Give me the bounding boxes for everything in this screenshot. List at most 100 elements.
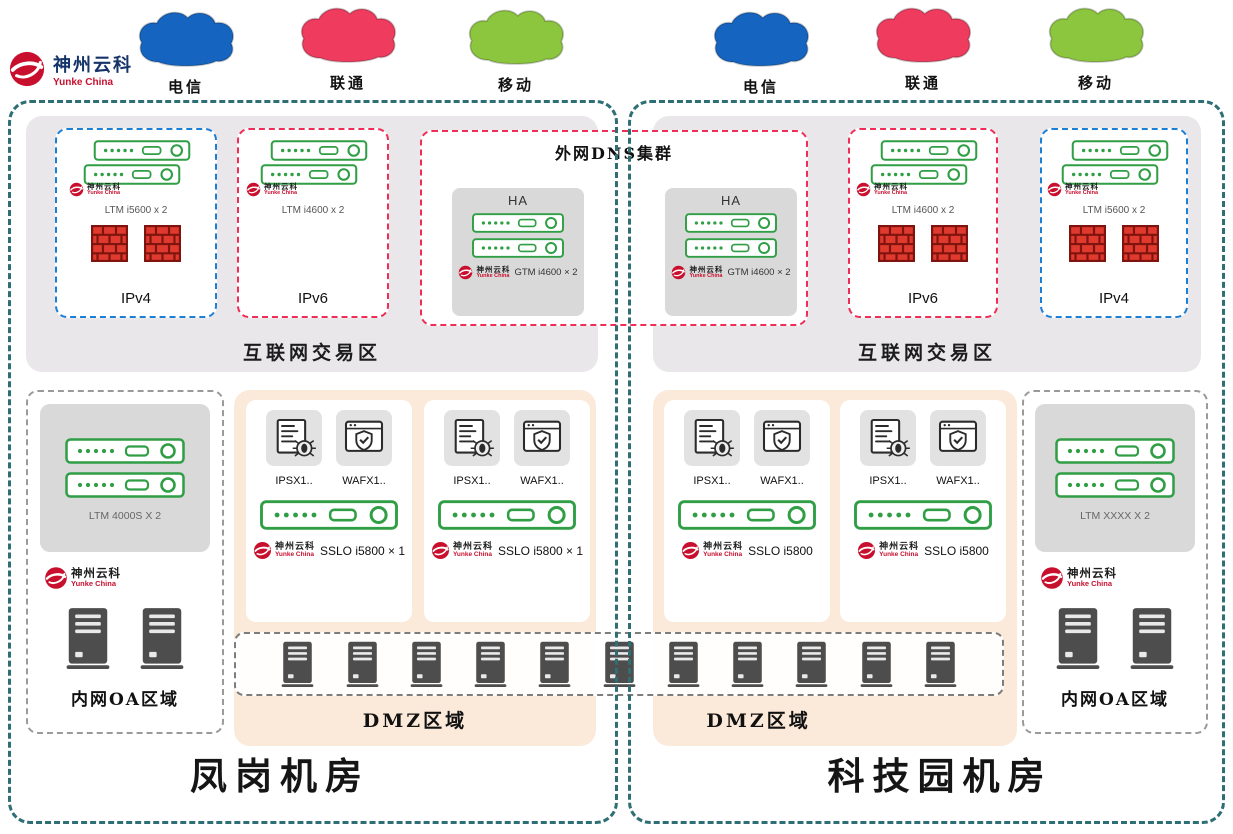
yunke-swirl-icon <box>458 265 474 280</box>
datacenter-name-kejipark: 科技园机房 <box>827 754 1053 798</box>
firewall-icon <box>1122 225 1159 262</box>
internet-zone-label: 互联网交易区 <box>242 342 381 364</box>
appliance-icon <box>65 438 185 464</box>
ips-label: IPSX1.. <box>453 475 491 487</box>
ips-tile <box>266 410 322 466</box>
firewall-icon <box>1069 225 1106 262</box>
ips-tile <box>860 410 916 466</box>
yunke-swirl-icon <box>430 541 450 560</box>
waf-tile <box>336 410 392 466</box>
cloud-unicom-right: 联通 <box>862 4 984 93</box>
firewall-row <box>91 225 181 262</box>
yunke-swirl-icon <box>246 182 261 197</box>
security-icons-row <box>860 410 986 466</box>
firewall-icon <box>91 225 128 262</box>
appliance-icon <box>880 140 978 161</box>
appliance-icon <box>853 500 993 530</box>
dmz-zone-label: DMZ区域 <box>706 710 811 732</box>
server-icon <box>410 641 443 687</box>
appliance-icon <box>270 140 368 161</box>
ip-version-label: IPv4 <box>120 290 151 307</box>
device-label: SSLO i5800 × 1 <box>497 543 584 558</box>
yunke-swirl-icon <box>69 182 84 197</box>
device-label: SSLO i5800 <box>924 543 989 558</box>
brand-logo: 神州云科 Yunke China <box>8 50 133 88</box>
server-icon <box>1056 608 1100 669</box>
ltm-cluster-box: LTM XXXX X 2 <box>1034 404 1196 552</box>
waf-label: WAFX1.. <box>760 475 804 487</box>
waf-tile <box>514 410 570 466</box>
device-label: GTM i4600 × 2 <box>727 267 791 278</box>
cloud-mobile-right: 移动 <box>1035 4 1157 93</box>
yunke-swirl-icon <box>1040 566 1064 590</box>
appliance-icon <box>684 213 778 233</box>
firewall-row <box>878 225 968 262</box>
ip-version-label: IPv6 <box>907 290 938 307</box>
cloud-label: 联通 <box>329 74 366 92</box>
oa-zone-label: 内网OA区域 <box>1061 690 1169 710</box>
server-icon <box>474 641 507 687</box>
ip-version-label: IPv4 <box>1098 290 1129 307</box>
firewall-icon <box>931 225 968 262</box>
security-icons-row <box>444 410 570 466</box>
ips-icon <box>870 418 911 458</box>
cloud-telecom-right: 电信 <box>700 8 822 97</box>
ips-icon <box>276 418 317 458</box>
waf-label: WAFX1.. <box>936 475 980 487</box>
security-labels-row: IPSX1.. WAFX1.. <box>444 475 570 487</box>
ips-tile <box>684 410 740 466</box>
device-label: LTM i5600 x 2 <box>104 205 168 216</box>
server-icon <box>1130 608 1174 669</box>
dns-cluster-title: 外网DNS集群 <box>554 144 674 163</box>
yunke-swirl-icon <box>8 50 46 88</box>
appliance-icon <box>1071 140 1169 161</box>
cloud-icon <box>468 9 565 65</box>
cloud-icon <box>875 7 972 63</box>
appliance-icon <box>1055 438 1175 464</box>
yunke-swirl-icon <box>1047 182 1062 197</box>
cloud-mobile-left: 移动 <box>455 6 577 95</box>
server-icon <box>346 641 378 687</box>
waf-shield-icon <box>344 420 384 452</box>
waf-shield-icon <box>762 420 802 452</box>
server-icon <box>538 641 571 687</box>
ips-label: IPSX1.. <box>869 475 907 487</box>
cloud-icon <box>300 7 397 63</box>
security-labels-row: IPSX1.. WAFX1.. <box>860 475 986 487</box>
device-label: LTM i4600 x 2 <box>281 205 345 216</box>
yunke-swirl-icon <box>856 182 871 197</box>
cloud-icon <box>1048 7 1145 63</box>
waf-label: WAFX1.. <box>520 475 564 487</box>
server-icon <box>281 641 314 687</box>
yunke-swirl-icon <box>252 541 272 560</box>
yunke-swirl-icon <box>857 541 877 560</box>
ha-label: HA <box>507 193 529 208</box>
cloud-icon <box>713 11 810 67</box>
server-icon <box>140 608 184 669</box>
server-icon <box>924 641 957 687</box>
appliance-icon <box>65 472 185 498</box>
device-label: SSLO i5800 <box>748 543 813 558</box>
waf-shield-icon <box>522 420 562 452</box>
brand-name: 神州云科 <box>53 54 133 75</box>
